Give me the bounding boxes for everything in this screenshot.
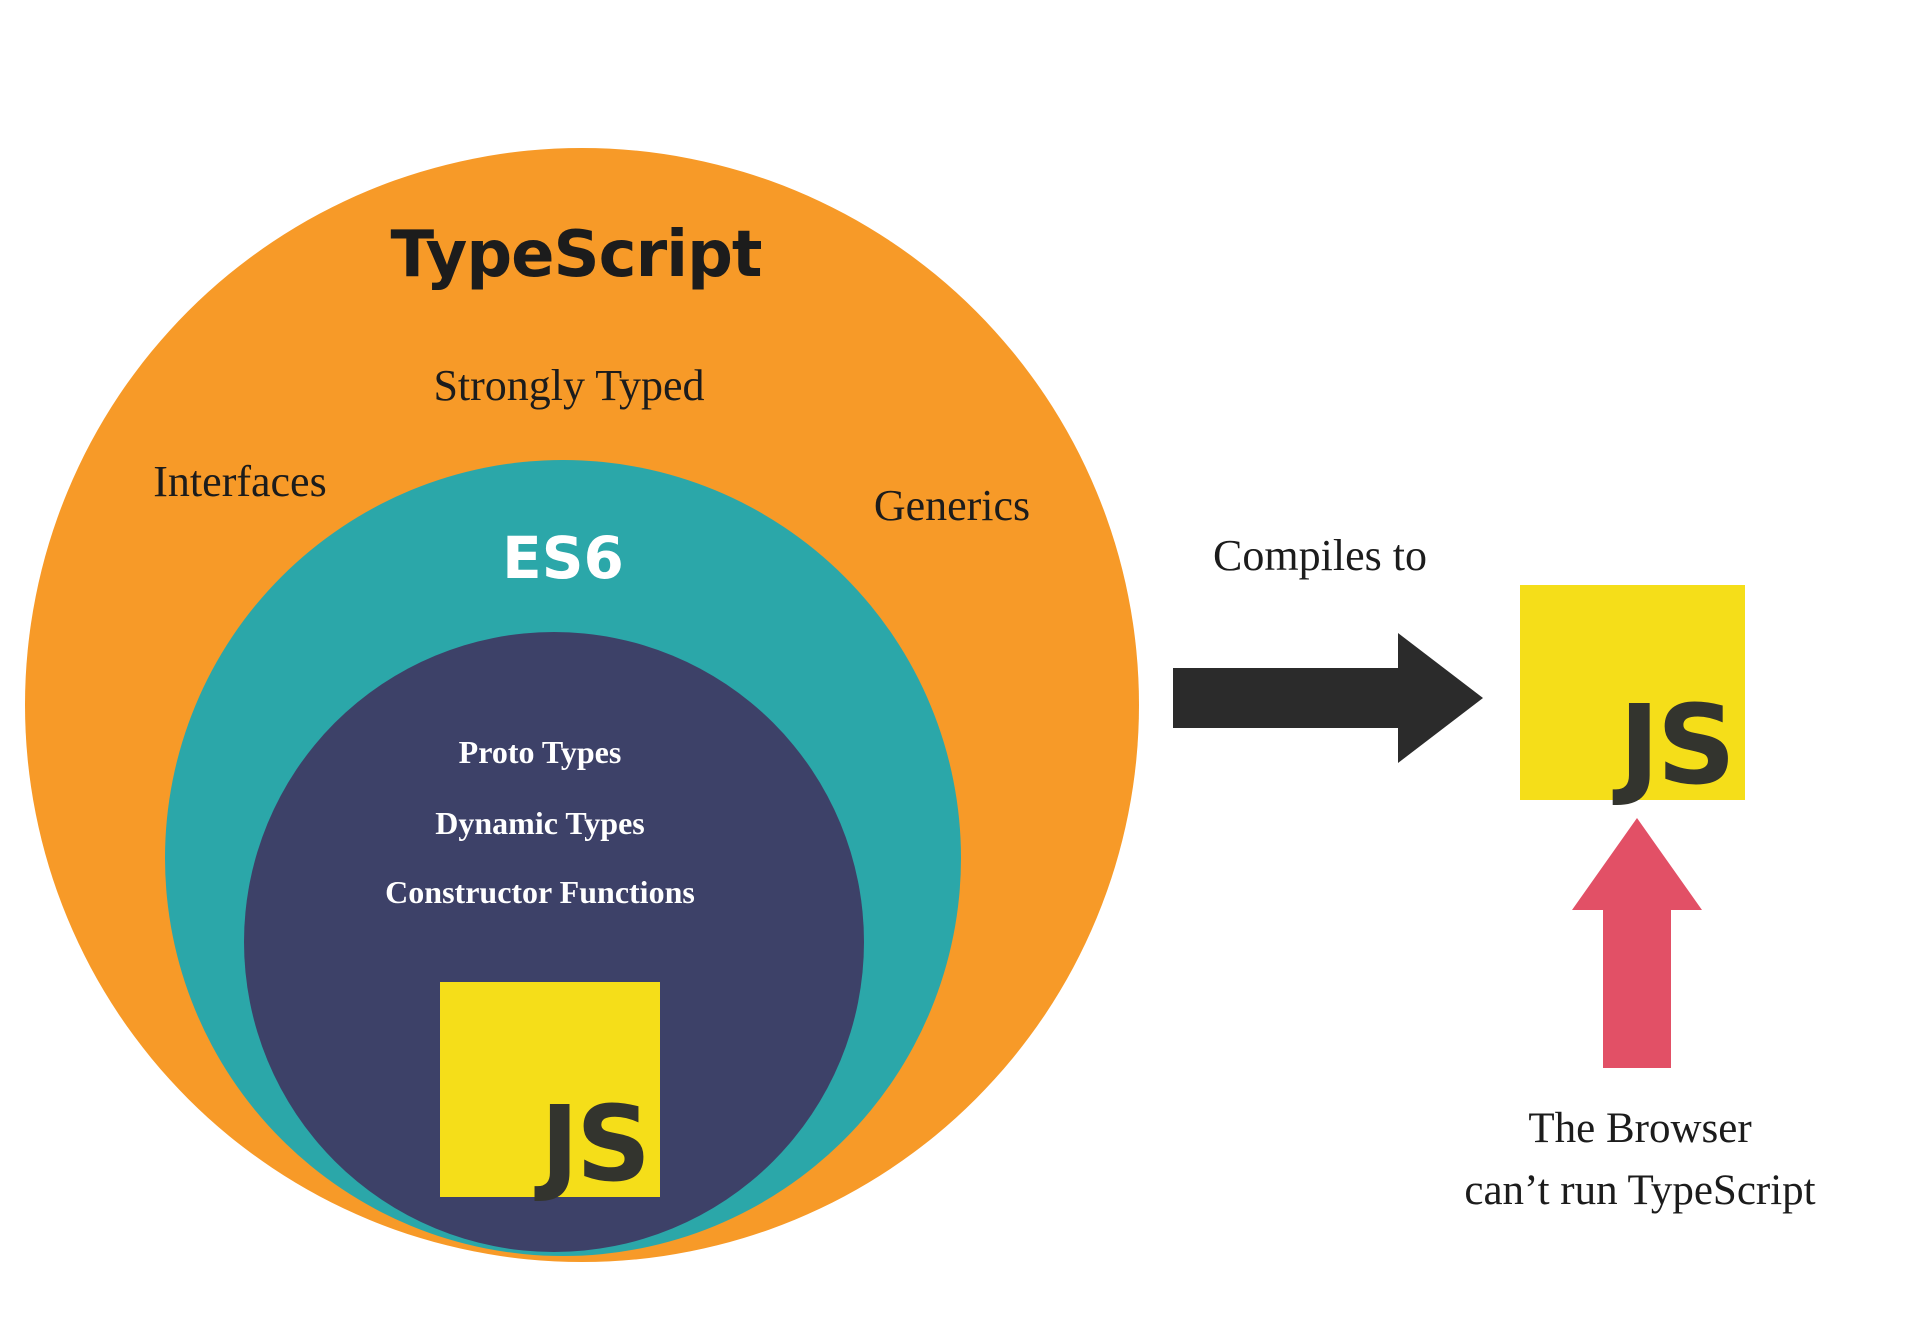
browser-note: The Browser can’t run TypeScript: [1340, 1098, 1920, 1223]
es6-title: ES6: [502, 524, 624, 592]
typescript-title: TypeScript: [390, 218, 763, 292]
js-feature-dynamic-types: Dynamic Types: [435, 805, 645, 841]
compiles-to-label: Compiles to: [1213, 531, 1427, 580]
js-feature-proto-types: Proto Types: [458, 734, 622, 770]
feature-strongly-typed: Strongly Typed: [433, 361, 705, 410]
js-logo-inner: JS: [440, 982, 660, 1197]
js-feature-constructor-functions: Constructor Functions: [385, 874, 695, 910]
browser-arrow-icon: [1572, 818, 1702, 1068]
js-logo-output: JS: [1520, 585, 1745, 800]
feature-generics: Generics: [873, 481, 1031, 530]
js-logo-inner-text: JS: [540, 1082, 651, 1205]
compile-arrow-icon: [1173, 633, 1483, 763]
browser-note-line2: can’t run TypeScript: [1464, 1167, 1816, 1215]
browser-note-line1: The Browser: [1528, 1105, 1752, 1152]
feature-interfaces: Interfaces: [153, 457, 327, 506]
js-logo-output-text: JS: [1618, 680, 1736, 809]
